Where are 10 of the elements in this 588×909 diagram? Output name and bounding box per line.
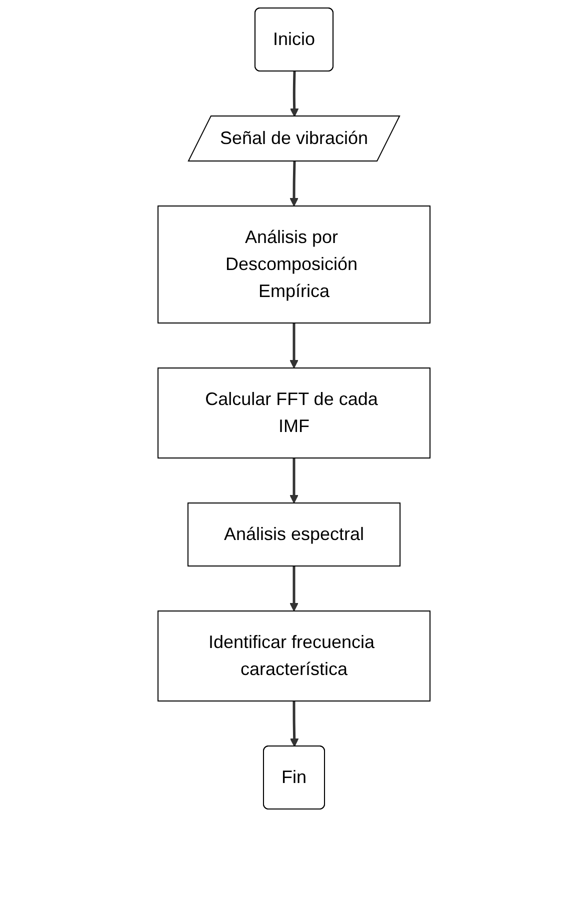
node-box: Calcular FFT de cada IMF [158,368,430,458]
arrow [290,566,298,612]
node-box: Análisis por Descomposición Empírica [158,206,430,324]
arrow [290,701,299,747]
arrow [290,323,298,368]
arrow [290,161,298,206]
arrow [290,458,298,504]
node-box: Análisis espectral [187,502,401,566]
arrow [290,71,299,117]
node-box: Identificar frecuencia característica [158,610,430,702]
